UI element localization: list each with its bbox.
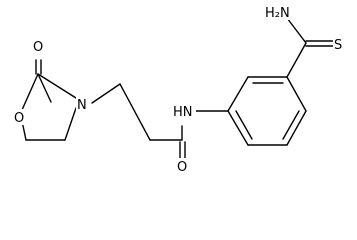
molecule-structure: O O N HN O H₂N S (13, 4, 345, 175)
bond-n-ch2 (91, 83, 121, 104)
atom-labels: O O N HN O H₂N S (13, 4, 345, 175)
atom-thioamide-nh2: H₂N (265, 6, 290, 21)
ring-bond-1 (227, 76, 249, 112)
ring-double-3 (235, 110, 253, 140)
atom-amide-o: O (177, 160, 187, 175)
ring-double-2 (282, 110, 300, 140)
thioamide-group (286, 17, 334, 78)
bond-c2-o-ring (37, 73, 52, 103)
atom-o-carbonyl-ring: O (33, 40, 43, 55)
bond-ring-cs (286, 42, 307, 78)
atom-n-ring: N (77, 98, 87, 113)
atom-thioamide-s: S (334, 38, 342, 53)
atom-o-ring: O (14, 111, 24, 126)
ring-bond-6 (227, 110, 249, 146)
bond-c2-o-ring-left (21, 73, 39, 111)
bond-ch2-n-ring (64, 107, 77, 141)
oxazolidinone-ring (21, 59, 77, 141)
ring-bond-4 (286, 110, 307, 146)
ring-bond-3 (286, 76, 307, 112)
bond-c2-n-ring (37, 73, 77, 99)
atom-amide-nh: HN (173, 105, 193, 120)
bond-cs-nh2 (286, 17, 307, 44)
benzene-ring (194, 76, 307, 146)
propanamide-chain (91, 83, 186, 161)
bond-ch2-ch2-chain (119, 83, 151, 141)
